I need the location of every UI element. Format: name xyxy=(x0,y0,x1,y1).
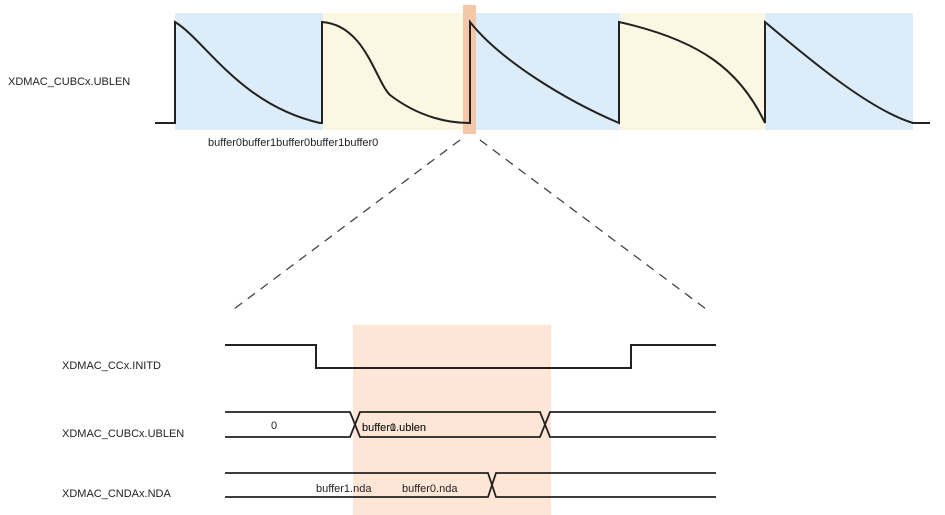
buffer-label: buffer1 xyxy=(310,137,344,149)
ublen-waveform xyxy=(155,19,930,125)
region-buffer0-2 xyxy=(469,13,620,130)
zoom-line-left xyxy=(229,139,461,313)
buffer-label: buffer0 xyxy=(208,137,242,149)
initd-waveform xyxy=(225,344,716,369)
ublen-label: XDMAC_CUBCx.UBLEN xyxy=(62,428,184,440)
buffer-label: buffer1 xyxy=(242,137,276,149)
zoom-line-right xyxy=(479,139,711,313)
region-buffer0-3 xyxy=(765,13,913,130)
region-buffer0-1 xyxy=(175,13,323,130)
top-signal-label: XDMAC_CUBCx.UBLEN xyxy=(8,76,130,88)
buffer-label: buffer0 xyxy=(344,137,378,149)
zoom-detail-highlight xyxy=(353,325,551,515)
ublen-value-buffer1: buffer1.ublen xyxy=(362,422,426,434)
ublen-bus xyxy=(225,411,716,438)
nda-bus xyxy=(225,472,716,498)
ublen-value-0: 0 xyxy=(271,420,277,432)
nda-value-buffer1: buffer1.nda xyxy=(316,483,372,495)
ublen-value-buffer0: buffer0.ublen xyxy=(362,422,426,434)
nda-value-buffer0: buffer0.nda xyxy=(402,483,458,495)
region-buffer1-2 xyxy=(620,13,765,130)
initd-label: XDMAC_CCx.INITD xyxy=(62,360,161,372)
buffer-label: buffer0 xyxy=(276,137,310,149)
nda-label: XDMAC_CNDAx.NDA xyxy=(62,488,171,500)
top-buffer-labels: buffer0buffer1buffer0buffer1buffer0 xyxy=(208,137,378,149)
